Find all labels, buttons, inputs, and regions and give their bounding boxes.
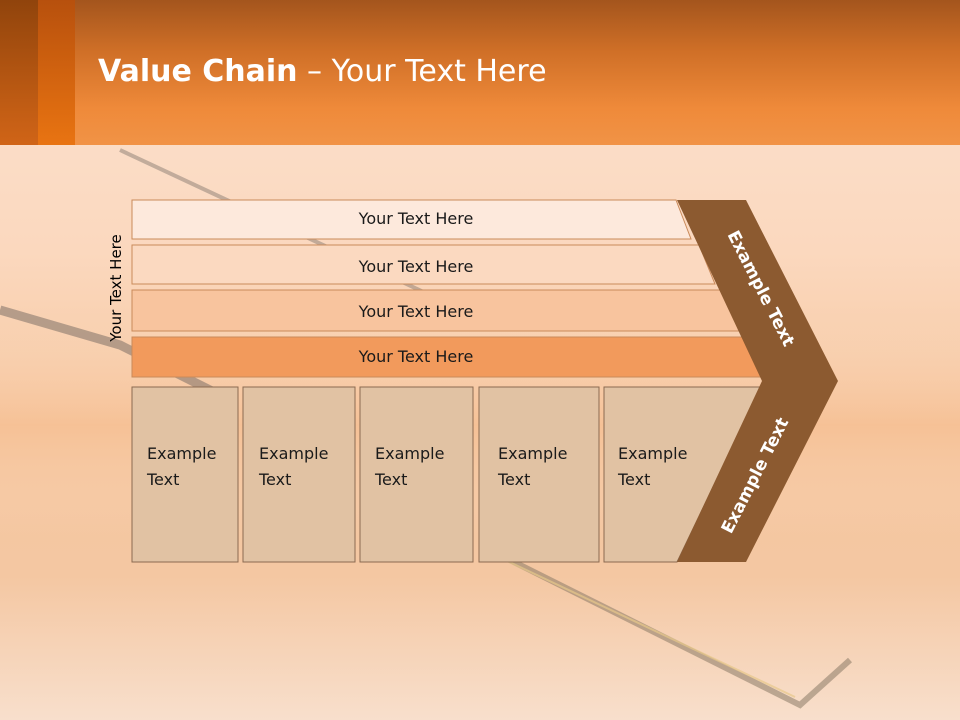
primary-box-5-line1: Example xyxy=(618,444,687,463)
header-accent-strip xyxy=(0,0,38,145)
primary-box-2-line1: Example xyxy=(259,444,328,463)
reflection-text: Text xyxy=(258,606,291,625)
reflection-text: Example xyxy=(618,580,687,599)
title-bold: Value Chain xyxy=(98,54,298,89)
reflection-text: Text xyxy=(146,606,179,625)
support-row-3-label: Your Text Here xyxy=(358,302,474,321)
slide-title[interactable]: Value Chain – Your Text Here xyxy=(98,54,547,89)
reflection-text: Example xyxy=(147,580,216,599)
reflection-text: Example xyxy=(498,580,567,599)
primary-box-1-line2: Text xyxy=(146,470,179,489)
header-accent-strip xyxy=(38,0,75,145)
diagram-reflection: Example Text Example Text Example Text E… xyxy=(131,563,826,720)
primary-box-3-line1: Example xyxy=(375,444,444,463)
primary-box-5-line2: Text xyxy=(617,470,650,489)
support-row-1[interactable] xyxy=(131,199,692,240)
primary-box-4[interactable] xyxy=(478,386,600,563)
support-row-2-label: Your Text Here xyxy=(358,257,474,276)
title-rest: – Your Text Here xyxy=(297,54,547,89)
primary-box-3[interactable] xyxy=(359,386,474,563)
primary-box-4-line1: Example xyxy=(498,444,567,463)
reflection-text: Example xyxy=(259,580,328,599)
support-row-2[interactable] xyxy=(131,244,716,285)
reflection-text: Text xyxy=(497,606,530,625)
primary-box-3-line2: Text xyxy=(374,470,407,489)
primary-box-1-line1: Example xyxy=(147,444,216,463)
primary-box-2-line2: Text xyxy=(258,470,291,489)
reflection-text: Example xyxy=(375,580,444,599)
support-row-4-label: Your Text Here xyxy=(358,347,474,366)
primary-box-4-line2: Text xyxy=(497,470,530,489)
primary-box-1[interactable] xyxy=(131,386,239,563)
reflection-text: Text xyxy=(617,606,650,625)
margin-chevron[interactable] xyxy=(677,200,838,562)
slide-header: Value Chain – Your Text Here xyxy=(0,0,960,145)
support-row-1-label: Your Text Here xyxy=(358,209,474,228)
primary-box-2[interactable] xyxy=(242,386,356,563)
reflection-text: Text xyxy=(374,606,407,625)
